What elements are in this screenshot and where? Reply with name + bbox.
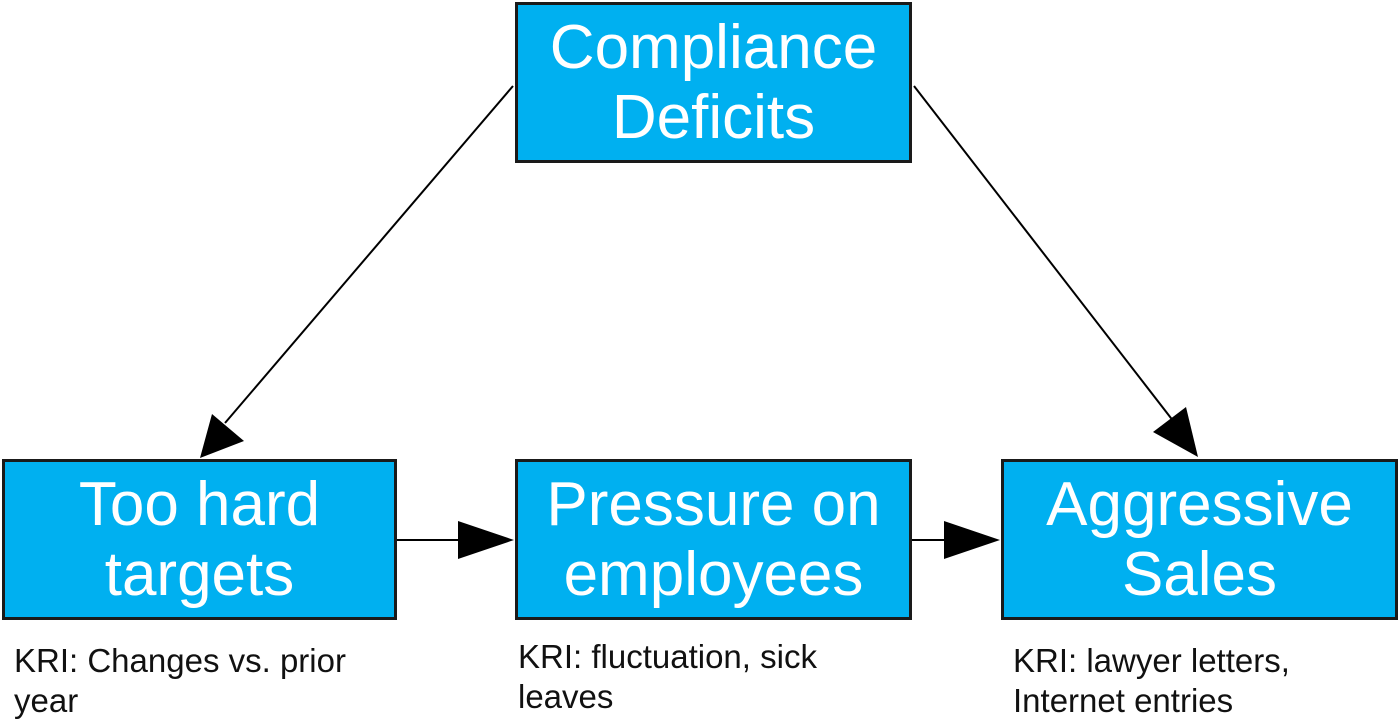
node-too-hard-targets: Too hard targets (2, 459, 397, 620)
kri-too-hard-targets: KRI: Changes vs. prior year (14, 642, 346, 719)
edge-pressure-to-sales (912, 521, 1000, 559)
kri-aggressive-sales: KRI: lawyer letters, Internet entries (1013, 642, 1290, 719)
edge-targets-to-pressure (397, 521, 514, 559)
node-aggressive-sales: Aggressive Sales (1001, 459, 1398, 620)
edge-compliance-to-sales (913, 85, 1198, 457)
node-compliance-deficits: Compliance Deficits (515, 2, 912, 163)
node-pressure-on-employees: Pressure on employees (515, 459, 912, 620)
edge-compliance-to-targets (200, 85, 514, 458)
kri-pressure-on-employees: KRI: fluctuation, sick leaves (518, 638, 817, 715)
